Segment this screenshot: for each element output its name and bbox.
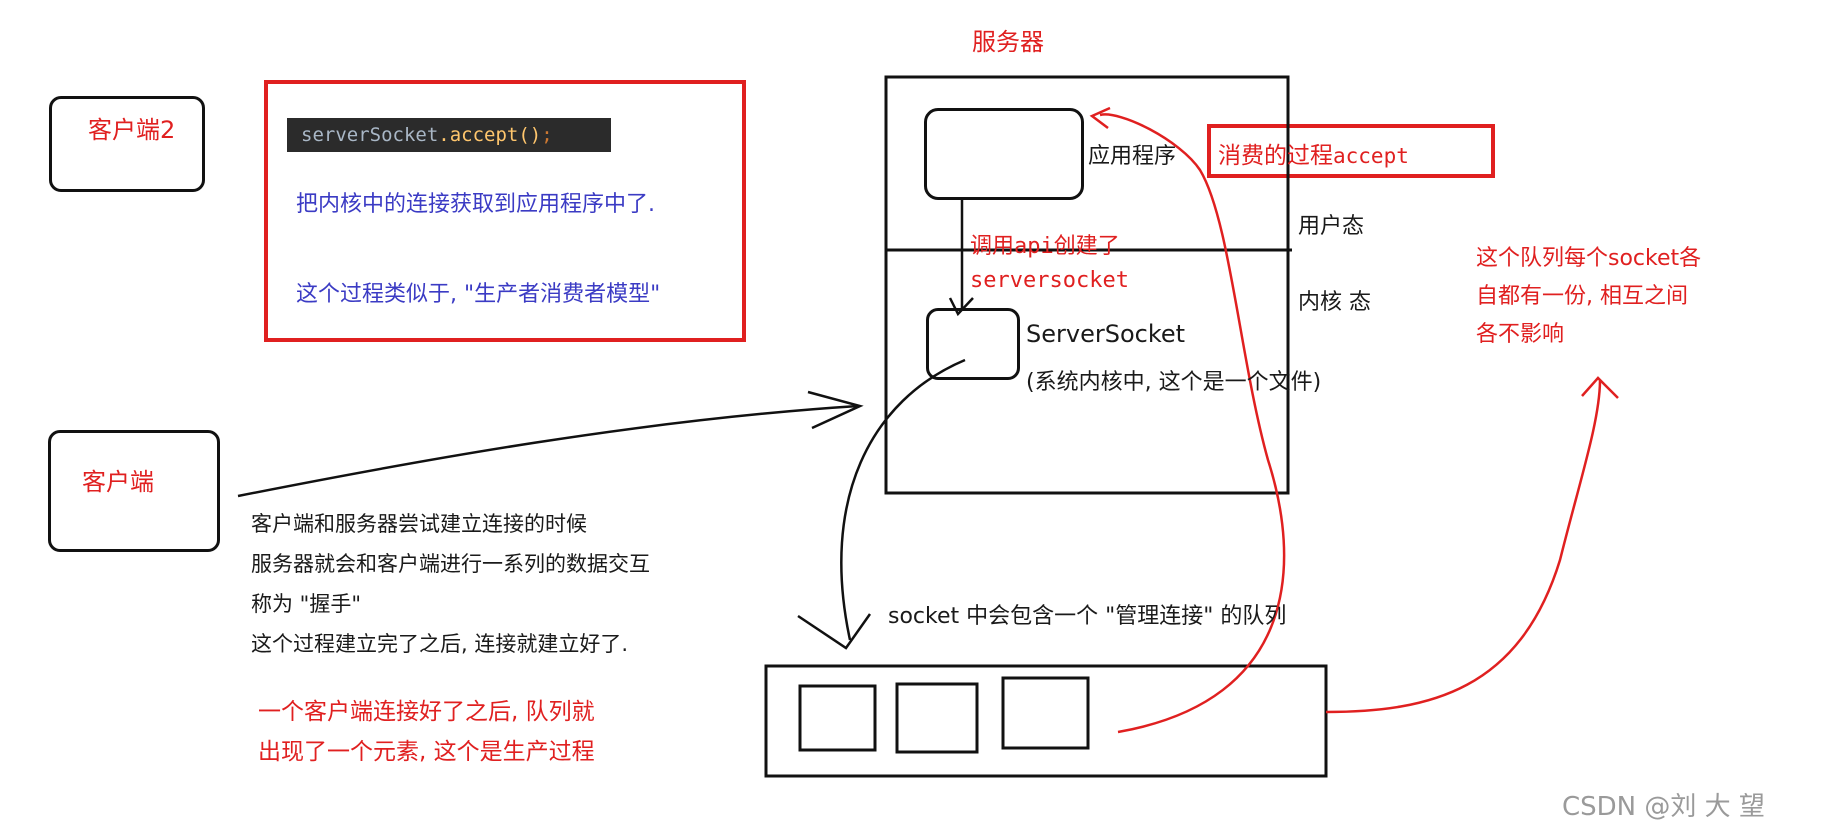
queue-note: 这个队列每个socket各 自都有一份, 相互之间 各不影响 [1476,240,1701,354]
consume-label-code: accept [1333,144,1409,168]
queue-element-3 [1001,676,1090,750]
server-socket-note: (系统内核中, 这个是一个文件) [1026,370,1322,395]
consume-curve-head [1089,106,1111,129]
code-explain-line-2: 这个过程类似于, "生产者消费者模型" [296,282,661,307]
client2-box [49,96,205,192]
api-create-arrow-head [948,297,974,317]
code-identifier: serverSocket [301,124,439,146]
api-create-label-2: serversocket [970,268,1129,293]
consume-label-frame [1207,124,1495,178]
queue-note-line-1: 这个队列每个socket各 [1476,246,1702,271]
code-panel-frame [264,80,746,342]
server-socket-label: ServerSocket [1026,320,1186,348]
produce-note: 一个客户端连接好了之后, 队列就 出现了一个元素, 这个是生产过程 [258,692,595,772]
queue-note-line-2: 自都有一份, 相互之间 [1476,284,1688,309]
queue-element-1 [798,684,877,752]
consume-label-text: 消费的过程 [1218,143,1333,169]
handshake-line-2: 服务器就会和客户端进行一系列的数据交互 [251,552,650,576]
client-label: 客户端 [82,468,154,496]
handshake-line-1: 客户端和服务器尝试建立连接的时候 [251,512,587,536]
produce-line-1: 一个客户端连接好了之后, 队列就 [258,699,595,725]
queue-note-arrowhead [1581,376,1619,399]
code-explain-line-1: 把内核中的连接获取到应用程序中了. [296,192,655,217]
consume-curve [1099,113,1286,734]
client2-label: 客户端2 [88,116,176,144]
queue-element-2 [895,682,979,754]
queue-note-line-3: 各不影响 [1476,322,1565,347]
queue-label: socket 中会包含一个 "管理连接" 的队列 [888,604,1287,629]
socket-to-queue-curve [840,358,966,641]
server-socket-box [926,308,1020,380]
user-mode-label: 用户态 [1298,214,1365,239]
queue-box [764,664,1328,778]
watermark: CSDN @刘 大 望 [1562,792,1765,822]
consume-label: 消费的过程accept [1218,136,1409,170]
produce-line-2: 出现了一个元素, 这个是生产过程 [258,739,595,765]
code-snippet: serverSocket.accept(); [287,118,611,152]
handshake-line-3: 称为 "握手" [251,592,361,616]
application-label: 应用程序 [1088,144,1177,169]
code-end: ; [541,124,553,146]
queue-note-arrow [1325,379,1602,714]
application-box [924,108,1084,200]
kernel-mode-label: 内核 态 [1298,290,1371,315]
server-title: 服务器 [972,28,1044,56]
handshake-line-4: 这个过程建立完了之后, 连接就建立好了. [251,632,629,656]
handshake-text: 客户端和服务器尝试建立连接的时候 服务器就会和客户端进行一系列的数据交互 称为 … [251,504,650,664]
server-box [884,75,1290,495]
client-box [48,430,220,552]
client-to-server-arrow [237,404,859,498]
client-to-server-arrowhead [807,390,864,430]
socket-to-queue-arrowhead [797,613,872,650]
code-method: .accept() [438,124,542,146]
api-create-label-1: 调用api创建了 [970,234,1120,259]
